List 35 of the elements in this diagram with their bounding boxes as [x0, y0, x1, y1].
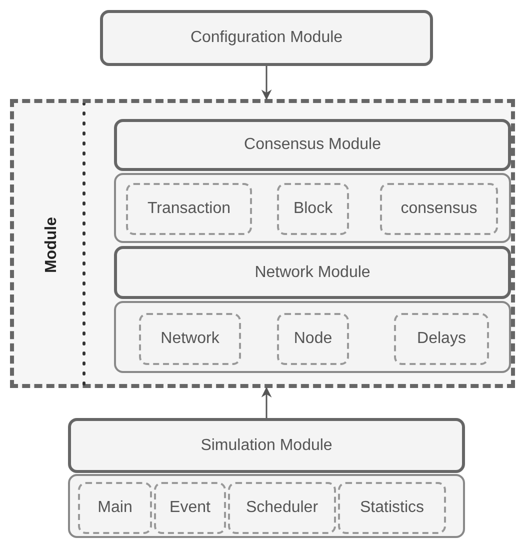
- arrow: [261, 66, 272, 100]
- group-panel: [68, 474, 465, 538]
- component-box: [126, 183, 252, 235]
- component-box: [338, 482, 446, 534]
- module-title: Consensus Module: [244, 136, 381, 154]
- component-box: [277, 183, 349, 235]
- module-title: Simulation Module: [200, 436, 332, 454]
- module-box: [68, 418, 465, 473]
- component-box: [228, 482, 336, 534]
- component-label: Network: [160, 330, 220, 348]
- module-box: [114, 246, 511, 299]
- module-box: [114, 119, 511, 171]
- group-panel: [114, 301, 511, 373]
- component-box: [380, 183, 498, 235]
- component-label: Transaction: [148, 200, 230, 218]
- component-label: Scheduler: [246, 499, 318, 517]
- container-label: Module: [43, 216, 61, 274]
- component-box: [394, 313, 489, 365]
- module-title: Configuration Module: [190, 29, 343, 47]
- group-panel: [114, 173, 511, 243]
- component-box: [139, 313, 241, 365]
- component-label: Node: [294, 330, 332, 348]
- component-label: Event: [170, 499, 210, 517]
- module-box: [100, 10, 433, 66]
- module-title: Network Module: [254, 264, 370, 282]
- component-box: [277, 313, 349, 365]
- arrow: [261, 386, 272, 418]
- component-label: Statistics: [360, 499, 424, 517]
- component-label: Main: [98, 499, 132, 517]
- component-label: Block: [293, 200, 333, 218]
- component-box: [78, 482, 152, 534]
- component-box: [154, 482, 226, 534]
- module-container: [10, 99, 515, 388]
- component-label: Delays: [417, 330, 466, 348]
- component-label: consensus: [400, 200, 478, 218]
